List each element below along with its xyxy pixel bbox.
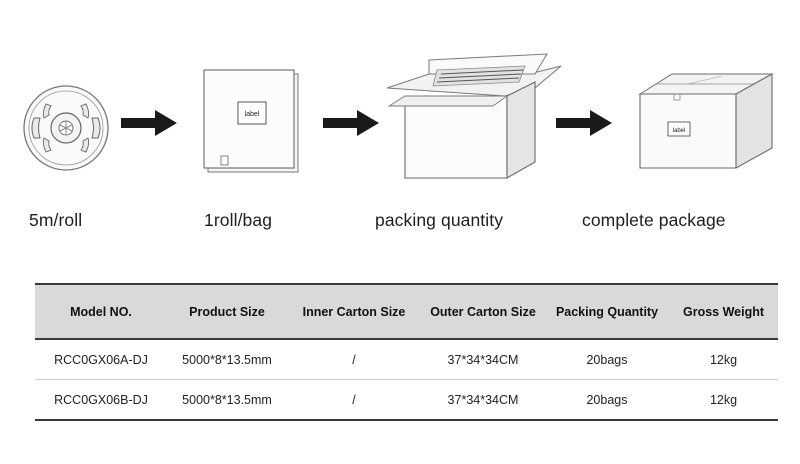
open-carton-icon	[386, 53, 562, 179]
table-cell: RCC0GX06A-DJ	[35, 339, 167, 380]
step-caption-bag: 1roll/bag	[204, 210, 273, 230]
column-header: Model NO.	[35, 283, 167, 340]
table-cell: 37*34*34CM	[421, 379, 545, 421]
table-row: RCC0GX06B-DJ 5000*8*13.5mm / 37*34*34CM …	[35, 379, 778, 421]
step-caption-roll: 5m/roll	[29, 210, 83, 230]
column-header: Inner Carton Size	[287, 283, 421, 340]
column-header: Gross Weight	[669, 283, 778, 340]
step-caption-complete: complete package	[582, 210, 726, 230]
table-cell: /	[287, 339, 421, 380]
packing-process: label label 5m/roll 1roll/bag packing qu…	[23, 53, 774, 230]
reel-icon	[23, 85, 109, 171]
carton-label-text: label	[673, 128, 686, 134]
table-cell: 20bags	[545, 379, 669, 421]
column-header: Outer Carton Size	[421, 283, 545, 340]
table-cell: 37*34*34CM	[421, 339, 545, 380]
column-header: Product Size	[167, 283, 287, 340]
table-cell: /	[287, 379, 421, 421]
table-cell: RCC0GX06B-DJ	[35, 379, 167, 421]
table-cell: 12kg	[669, 379, 778, 421]
table-row: RCC0GX06A-DJ 5000*8*13.5mm / 37*34*34CM …	[35, 339, 778, 380]
arrow-right-icon	[556, 110, 612, 136]
table-cell: 5000*8*13.5mm	[167, 379, 287, 421]
table-header-row: Model NO. Product Size Inner Carton Size…	[35, 283, 778, 340]
closed-carton-icon: label	[638, 73, 774, 169]
step-caption-packing: packing quantity	[375, 210, 504, 230]
table-cell: 12kg	[669, 339, 778, 380]
bag-icon: label	[203, 69, 299, 173]
table-cell: 20bags	[545, 339, 669, 380]
arrow-right-icon	[121, 110, 177, 136]
bag-label-text: label	[245, 111, 260, 118]
arrow-right-icon	[323, 110, 379, 136]
column-header: Packing Quantity	[545, 283, 669, 340]
specification-table: Model NO. Product Size Inner Carton Size…	[35, 283, 778, 421]
table-cell: 5000*8*13.5mm	[167, 339, 287, 380]
